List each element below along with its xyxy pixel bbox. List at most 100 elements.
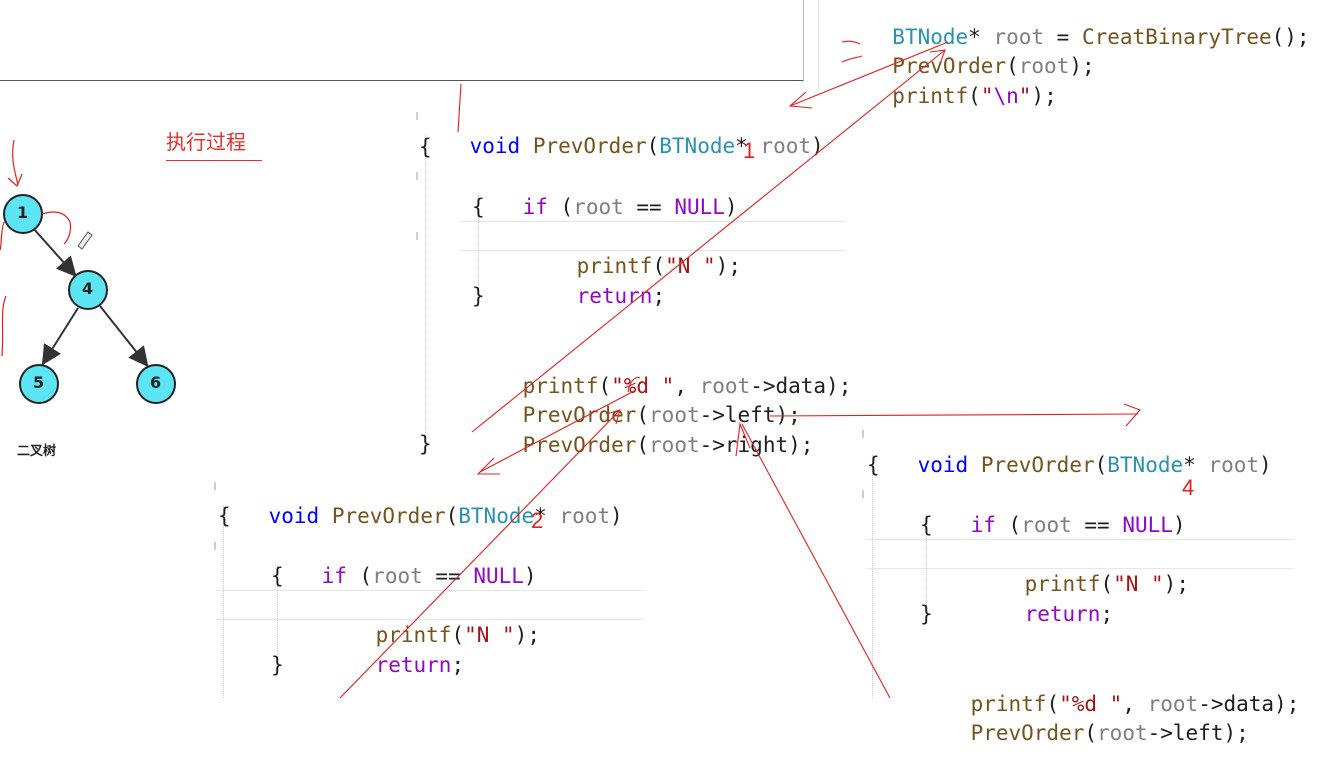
highlight-row	[866, 539, 1294, 569]
token-type: BTNode	[892, 25, 969, 49]
tree-edge-1-4	[32, 227, 77, 277]
token: )	[811, 134, 824, 158]
return-line: return;	[526, 251, 666, 341]
red-scribble-left	[0, 221, 5, 251]
token-ctl: return	[375, 653, 452, 677]
token-str: "N "	[464, 623, 515, 647]
token-str: "	[1018, 84, 1032, 108]
token: =	[1044, 25, 1082, 49]
tree-caption: 二叉树	[17, 444, 57, 459]
token-fn: PrevOrder	[331, 504, 446, 528]
indent-guide	[872, 455, 873, 698]
token: ;	[451, 653, 465, 677]
token: *	[1183, 453, 1209, 477]
brace-close: }	[271, 653, 284, 677]
token: (	[652, 254, 666, 278]
indent-guide	[478, 195, 479, 285]
token: ;	[1100, 602, 1114, 626]
token-fn: PrevOrder	[522, 403, 637, 427]
arrow-left-call	[479, 389, 637, 473]
left-call-line: PrevOrder(root->left);	[472, 370, 801, 460]
token: (	[646, 134, 660, 158]
token-var: root	[372, 564, 423, 588]
brace-open: {	[867, 453, 880, 477]
arrow-call-to-block1	[789, 41, 949, 107]
tree-node-4-label: 4	[82, 279, 94, 298]
brace-close: }	[419, 432, 432, 456]
arrowhead	[929, 49, 946, 65]
margin-tick	[416, 172, 418, 180]
tree-edge-4-6	[99, 305, 149, 368]
token: (	[1100, 572, 1114, 596]
token: )	[610, 504, 623, 528]
token: ->data);	[750, 374, 852, 398]
token-var: root	[1021, 513, 1072, 537]
title-underline	[166, 160, 262, 161]
vertical-divider-2	[818, 0, 819, 90]
token-fn: PrevOrder	[892, 54, 1007, 78]
if-line: if (root == NULL)	[472, 162, 738, 252]
mark-left-main	[841, 40, 863, 63]
step-label-2: 2	[531, 508, 544, 533]
token: (	[598, 374, 612, 398]
red-scribble-right	[41, 211, 72, 245]
token-fn: PrevOrder	[970, 721, 1085, 745]
tree-node-6	[136, 364, 176, 404]
token: );	[1163, 572, 1189, 596]
token: (	[346, 564, 373, 588]
tree-node-4	[68, 270, 108, 310]
token: (	[1084, 721, 1098, 745]
arrow-return-block2	[339, 409, 621, 698]
tree-node-6-label: 6	[150, 373, 162, 392]
brace-close: }	[920, 602, 933, 626]
token-var: root	[559, 504, 610, 528]
margin-tick	[416, 232, 418, 240]
token-ctl: if	[522, 195, 548, 219]
printf-n-line: printf("N ");	[526, 221, 741, 311]
token: )	[523, 564, 537, 588]
main-line-1: BTNode* root = CreatBinaryTree();	[867, 0, 1310, 52]
token: ();	[1271, 25, 1310, 49]
token-kw: void	[917, 453, 969, 477]
token-ctl: if	[321, 564, 347, 588]
token-var: root	[760, 134, 811, 158]
token-fn: printf	[892, 84, 969, 108]
token-var: root	[1208, 453, 1259, 477]
token: )	[1172, 513, 1186, 537]
token-str: "N "	[1113, 572, 1164, 596]
brace-close: }	[472, 284, 485, 308]
arrow-return-block4	[741, 423, 891, 698]
token: (	[451, 623, 465, 647]
if-line: if (root == NULL)	[271, 531, 537, 621]
arrowhead	[1123, 403, 1141, 427]
token: );	[514, 623, 540, 647]
token-fn: CreatBinaryTree	[1081, 25, 1272, 49]
annotation-arrows	[339, 40, 1141, 698]
indent-guide	[926, 515, 927, 605]
main-line-3: printf("\n");	[867, 51, 1056, 111]
token-var: root	[1097, 721, 1148, 745]
brace-open: {	[920, 513, 933, 537]
token-str: "	[980, 84, 994, 108]
right-call-line: PrevOrder( root->right);	[472, 400, 814, 490]
tree-node-5-label: 5	[33, 373, 45, 392]
token-type: BTNode	[659, 134, 736, 158]
sig-line: void PrevOrder(BTNode* root)	[419, 101, 824, 191]
token-escape: \n	[993, 84, 1019, 108]
token-var: root	[649, 433, 700, 457]
token: ->right);	[699, 433, 814, 457]
mark-block1	[457, 83, 462, 133]
token: (	[636, 403, 650, 427]
printf-n-line: printf("N ");	[325, 590, 540, 680]
vertical-divider	[803, 0, 804, 82]
highlight-row	[216, 590, 644, 620]
indent-guide	[277, 565, 278, 655]
token-fn: PrevOrder	[980, 453, 1095, 477]
token: *	[968, 25, 994, 49]
printf-d-line: printf("%d ", root->data);	[472, 341, 852, 431]
mark-left-call	[627, 376, 641, 393]
token-macro: NULL	[674, 195, 725, 219]
token-fn: PrevOrder	[532, 134, 647, 158]
token: (	[1094, 453, 1108, 477]
indent-guide	[425, 135, 426, 435]
